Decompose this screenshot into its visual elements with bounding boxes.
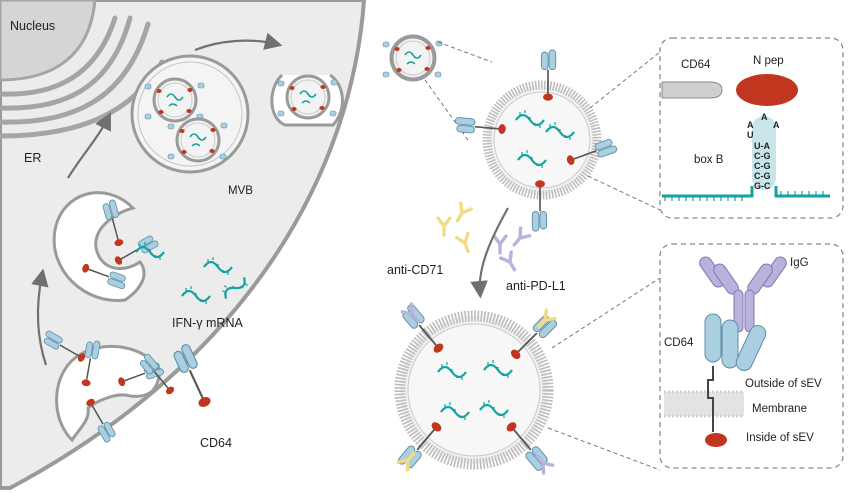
endocytic-vesicle (40, 329, 179, 444)
cd64-tail (661, 81, 723, 99)
secreted-vesicle (270, 73, 344, 127)
membrane-bilayer (664, 390, 744, 418)
stem-loop-a1: A (747, 120, 754, 130)
stem-loop-a2: A (761, 112, 768, 122)
cell: Nucleus ER MVB (0, 0, 367, 490)
cd64-label: CD64 (200, 436, 232, 450)
inset-cd64-npep: CD64 N pep A A A U U-A C-G C-G C-G G-C b… (659, 37, 844, 219)
nucleus: Nucleus (0, 0, 97, 82)
stem-pair-3: C-G (754, 161, 771, 171)
n-pep-label: N pep (753, 55, 784, 67)
cd64-domains (704, 313, 767, 372)
inside-sev-label: Inside of sEV (746, 432, 814, 444)
anti-cd71-label: anti-CD71 (387, 263, 443, 277)
stem-pair-1: U-A (754, 141, 770, 151)
antibody-addition (436, 201, 532, 299)
antibody-decorated-sev (394, 277, 661, 475)
igg-label: IgG (790, 257, 809, 269)
n-pep-inside (705, 433, 727, 447)
box-b-label: box B (694, 154, 724, 166)
stem-pair-5: G-C (754, 181, 771, 191)
mvb-label: MVB (228, 185, 253, 197)
anti-pdl1-label: anti-PD-L1 (506, 279, 566, 293)
er-label: ER (24, 151, 41, 165)
igg-antibody (699, 256, 787, 333)
ifn-mrna-label: IFN-γ mRNA (172, 316, 243, 330)
multivesicular-body (130, 54, 250, 174)
stem-pair-2: C-G (754, 151, 771, 161)
cd64-membrane-label: CD64 (664, 337, 694, 349)
small-extracellular-vesicle-top (381, 34, 661, 233)
endosome (52, 191, 166, 302)
membrane-label: Membrane (752, 403, 807, 415)
stem-loop-a3: A (773, 120, 780, 130)
cd64-inset-label: CD64 (681, 59, 711, 71)
stem-pair-4: C-G (754, 171, 771, 181)
nucleus-label: Nucleus (10, 19, 55, 33)
inset-igg-membrane: IgG CD64 Outside of sEV Membrane Inside … (659, 243, 844, 469)
outside-sev-label: Outside of sEV (745, 378, 822, 390)
stem-loop-u: U (747, 130, 754, 140)
n-pep (736, 74, 798, 106)
pathway-arrows (31, 32, 283, 366)
